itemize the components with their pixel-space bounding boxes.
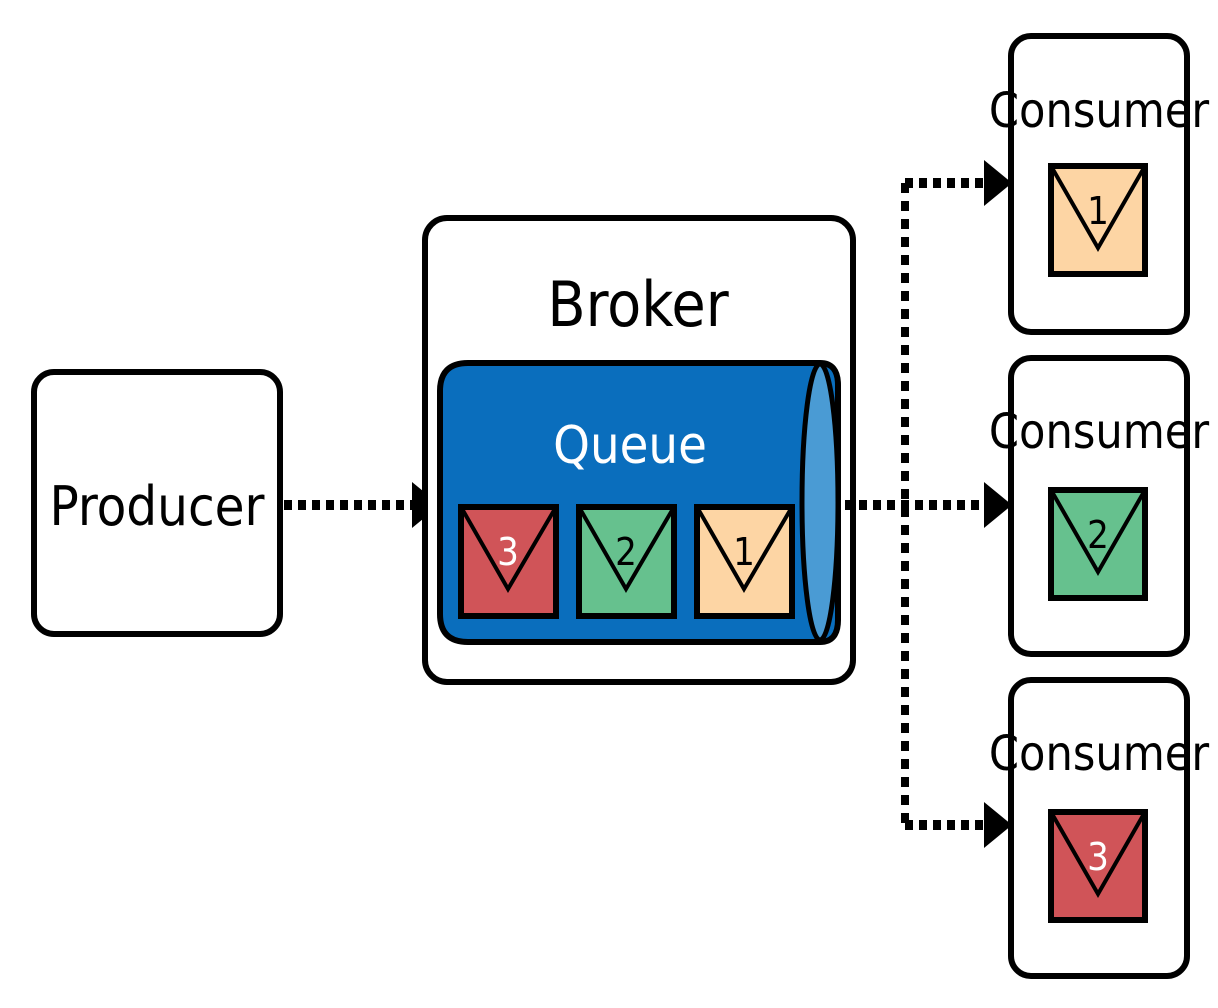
queue-end-cap (799, 361, 841, 643)
producer-node: Producer (31, 369, 283, 637)
consumer-node-3: Consumer 3 (989, 677, 1209, 979)
arrowhead-consumer-2 (984, 482, 1012, 528)
consumer-node-2: Consumer 2 (989, 355, 1209, 657)
arrowhead-consumer-1 (984, 160, 1012, 206)
producer-to-queue-arrow (284, 482, 440, 528)
queue-message-1: 1 (694, 504, 795, 619)
queue-message-number: 1 (733, 530, 755, 574)
queue-label: Queue (553, 416, 707, 476)
consumer-message-2: 2 (1048, 487, 1148, 601)
consumer-message-1: 1 (1048, 163, 1148, 277)
consumer-message-number: 3 (1087, 835, 1109, 879)
consumer-message-number: 2 (1087, 513, 1109, 557)
consumer-message-number: 1 (1087, 189, 1109, 233)
queue-message-3: 3 (458, 504, 559, 619)
queue-message-2: 2 (576, 504, 677, 619)
producer-label: Producer (49, 475, 264, 538)
queue-to-consumers-connectors (845, 160, 1012, 848)
queue: Queue 3 2 1 (437, 360, 841, 645)
broker-label: Broker (547, 268, 728, 341)
consumer-node-1: Consumer 1 (989, 33, 1209, 335)
queue-message-number: 3 (497, 530, 519, 574)
queue-message-number: 2 (615, 530, 637, 574)
arrowhead-consumer-3 (984, 802, 1012, 848)
consumer-message-3: 3 (1048, 809, 1148, 923)
consumer-label: Consumer (989, 83, 1209, 139)
consumer-label: Consumer (989, 726, 1209, 782)
consumer-label: Consumer (989, 404, 1209, 460)
